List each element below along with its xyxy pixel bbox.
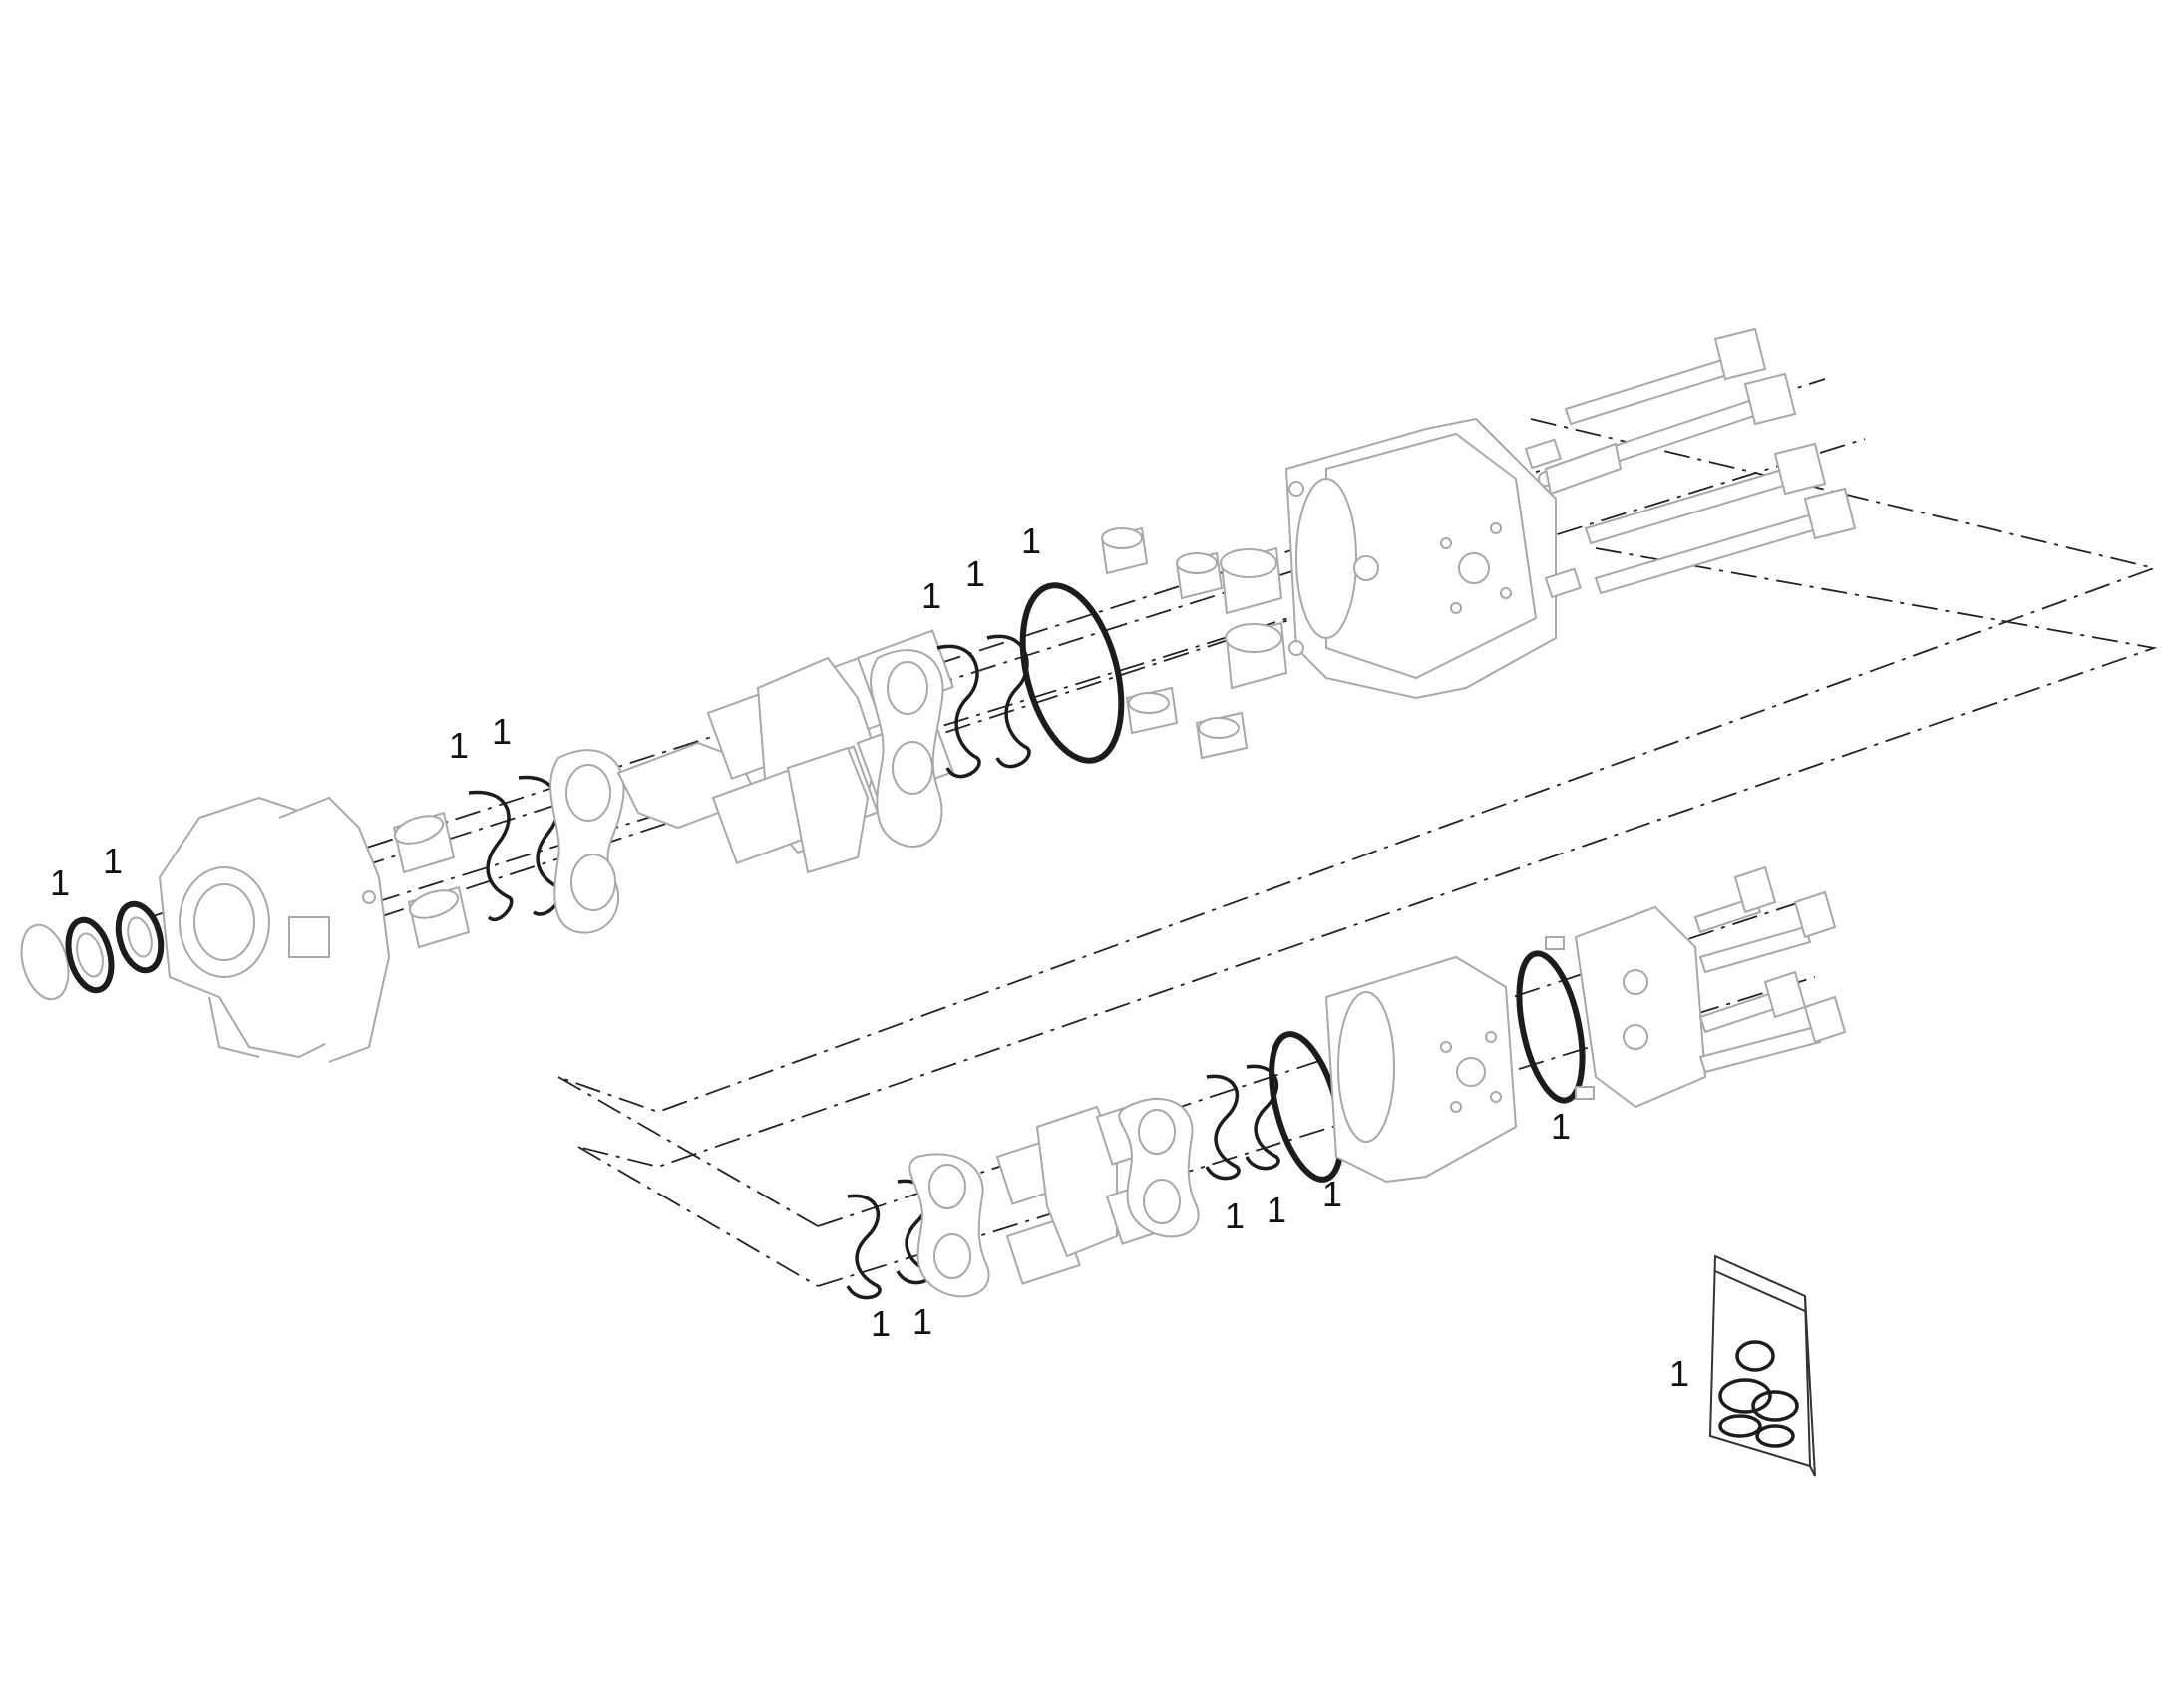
front-bushings <box>392 811 471 949</box>
label-mid-oring: 1 <box>1021 520 1041 561</box>
seal-kit-bag <box>1708 1254 1816 1477</box>
label-rear-front-seal-a: 1 <box>871 1303 891 1344</box>
label-rear-front-seal-b: 1 <box>912 1301 932 1342</box>
rear-front-seals <box>846 1179 931 1300</box>
rear-mid-plate <box>1118 1097 1200 1238</box>
label-rear-seal-a: 1 <box>1225 1196 1245 1236</box>
mid-wear-plate <box>870 649 944 848</box>
front-wear-plate <box>549 749 625 934</box>
label-front-seal-group-a: 1 <box>449 725 469 766</box>
rear-front-plate <box>908 1153 990 1298</box>
label-mid-seal-b: 1 <box>965 553 985 594</box>
front-housing-bushings <box>1100 526 1288 760</box>
front-figure8-seals <box>468 775 563 921</box>
front-main-housing <box>1284 417 1557 700</box>
label-seal-kit: 1 <box>1669 1353 1689 1394</box>
item-labels: 1 1 1 1 1 1 1 1 1 1 1 1 1 1 <box>50 520 1689 1394</box>
front-flange-housing <box>158 796 391 1063</box>
rear-cover <box>1545 905 1707 1109</box>
label-front-seal-inner: 1 <box>103 841 123 881</box>
rear-main-housing <box>1324 955 1518 1184</box>
label-rear-cover-oring: 1 <box>1551 1106 1571 1147</box>
label-rear-seal-b: 1 <box>1267 1190 1286 1230</box>
front-bolts <box>1524 327 1857 599</box>
rear-bolts <box>1693 865 1847 1074</box>
rear-cover-oring <box>1516 950 1586 1104</box>
label-front-seal-group-b: 1 <box>492 711 512 752</box>
label-rear-seal-c: 1 <box>1322 1174 1342 1214</box>
mid-seals <box>936 582 1125 779</box>
label-front-seal-outer: 1 <box>50 862 70 903</box>
front-shaft-seals <box>20 900 165 1001</box>
label-mid-seal-a: 1 <box>921 575 941 616</box>
